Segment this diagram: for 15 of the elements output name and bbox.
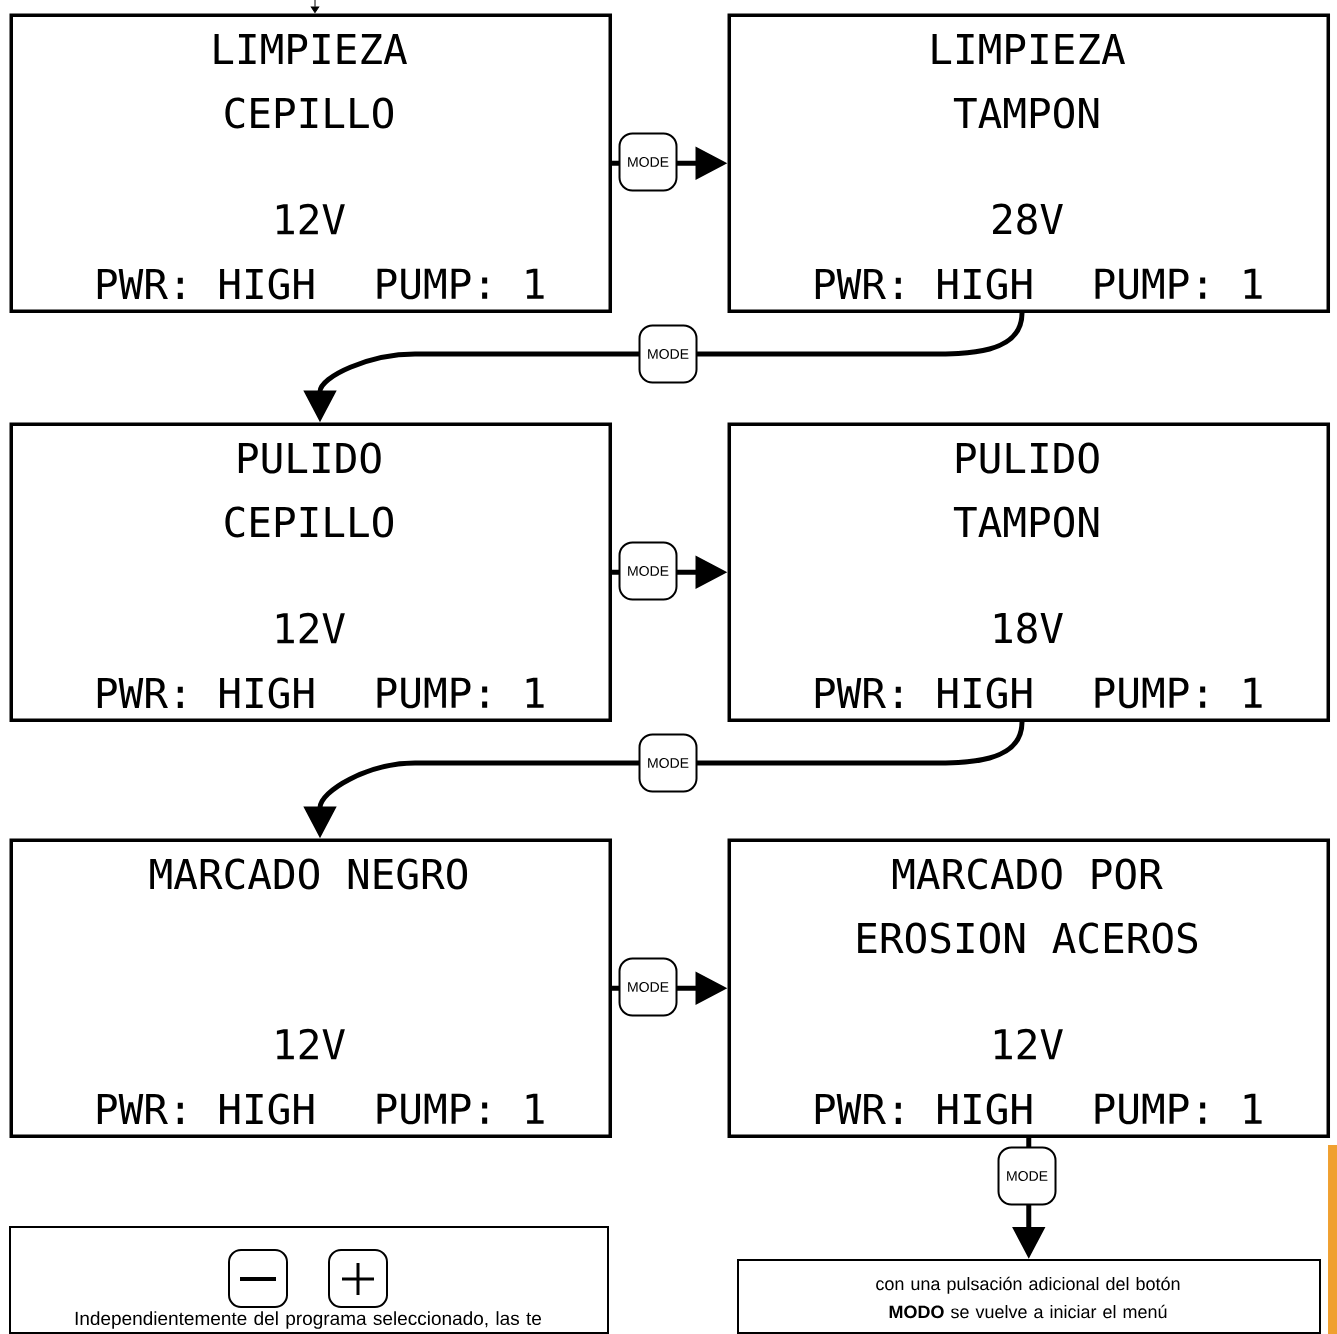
mode-button: MODE: [618, 957, 678, 1017]
display-screen: PULIDO TAMPON 18V PWR: HIGH PUMP: 1: [727, 422, 1330, 722]
display-screen: LIMPIEZA TAMPON 28V PWR: HIGH PUMP: 1: [727, 13, 1330, 313]
display-screen: MARCADO POR EROSION ACEROS 12V PWR: HIGH PUMP: 1: [727, 838, 1330, 1138]
display-screen: PULIDO CEPILLO 12V PWR: HIGH PUMP: 1: [9, 422, 612, 722]
mode-button: MODE: [618, 541, 678, 601]
arrow: [310, 0, 320, 14]
note-text: Independientemente del programa seleccionado, las te: [75, 1311, 541, 1329]
note-text: con una pulsación adicional del botón MODO se vuelve a iniciar el menú: [876, 1276, 1180, 1319]
mode-button: MODE: [997, 1146, 1057, 1206]
mode-button: MODE: [618, 132, 678, 192]
display-screen: MARCADO NEGRO 12V PWR: HIGH PUMP: 1: [9, 838, 612, 1138]
mode-button: MODE: [638, 733, 698, 793]
mode-button: MODE: [638, 324, 698, 384]
display-screen: LIMPIEZA CEPILLO 12V PWR: HIGH PUMP: 1: [9, 13, 612, 313]
